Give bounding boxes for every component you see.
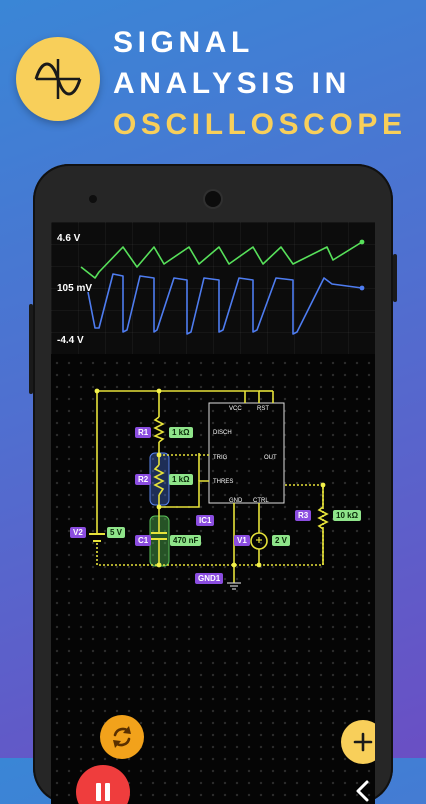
r2-symbol [153,464,165,496]
scope-top-label: 4.6 V [57,233,81,244]
phone-sensor [89,195,97,203]
label-v2[interactable]: V2 [70,527,86,538]
ic-555-body [208,402,285,504]
ic-pin-out: OUT [264,455,277,461]
headline-line-1: SIGNAL [113,26,254,59]
label-ic1[interactable]: IC1 [196,515,215,526]
trace-green [80,241,363,279]
app-logo [16,37,100,121]
label-r3[interactable]: R3 [295,510,312,521]
phone-side-button-left [29,304,33,394]
value-r2[interactable]: 1 kΩ [169,474,193,485]
sine-wave-icon [34,59,82,99]
ic-pin-thres: THRES [213,479,234,485]
ic-pin-disch: DISCH [213,430,232,436]
trace-blue [87,273,363,335]
back-button[interactable] [351,779,375,803]
refresh-icon [113,726,131,748]
plus-icon [353,732,373,752]
ic-pin-trig: TRIG [213,455,228,461]
app-screen: 4.6 V 105 mV -4.4 V [51,222,375,804]
ic-pin-vcc: VCC [229,406,242,412]
value-c1[interactable]: 470 nF [170,535,202,546]
headline: SIGNAL ANALYSIS IN OSCILLOSCOPE [113,22,407,145]
phone-frame: 4.6 V 105 mV -4.4 V [29,164,397,804]
pause-icon [96,783,110,801]
label-v1[interactable]: V1 [234,535,250,546]
chevron-left-icon [356,780,369,802]
refresh-button[interactable] [100,715,144,759]
trace-green-end [359,239,365,245]
add-component-button[interactable] [341,720,375,764]
scope-traces [80,239,365,335]
value-r1[interactable]: 1 kΩ [169,427,193,438]
scope-mid-label: 105 mV [57,283,93,294]
r3-symbol [317,506,329,530]
ic-pin-ctrl: CTRL [253,498,269,504]
phone-camera [205,191,221,207]
label-r1[interactable]: R1 [135,427,152,438]
ic-pin-rst: RST [257,406,269,412]
headline-line-2: ANALYSIS IN [113,67,351,100]
ic-pin-gnd: GND [229,498,243,504]
headline-line-3: OSCILLOSCOPE [113,108,407,141]
r1-symbol [153,416,165,443]
circuit-wires [89,388,329,590]
scope-bottom-label: -4.4 V [57,335,84,346]
label-gnd1[interactable]: GND1 [195,573,224,584]
trace-blue-end [359,285,365,291]
value-r3[interactable]: 10 kΩ [333,510,361,521]
value-v1[interactable]: 2 V [272,535,291,546]
v1-symbol [250,532,268,550]
oscilloscope-panel[interactable]: 4.6 V 105 mV -4.4 V [51,222,375,354]
phone-side-button-right [393,254,397,302]
value-v2[interactable]: 5 V [107,527,126,538]
label-r2[interactable]: R2 [135,474,152,485]
label-c1[interactable]: C1 [135,535,152,546]
